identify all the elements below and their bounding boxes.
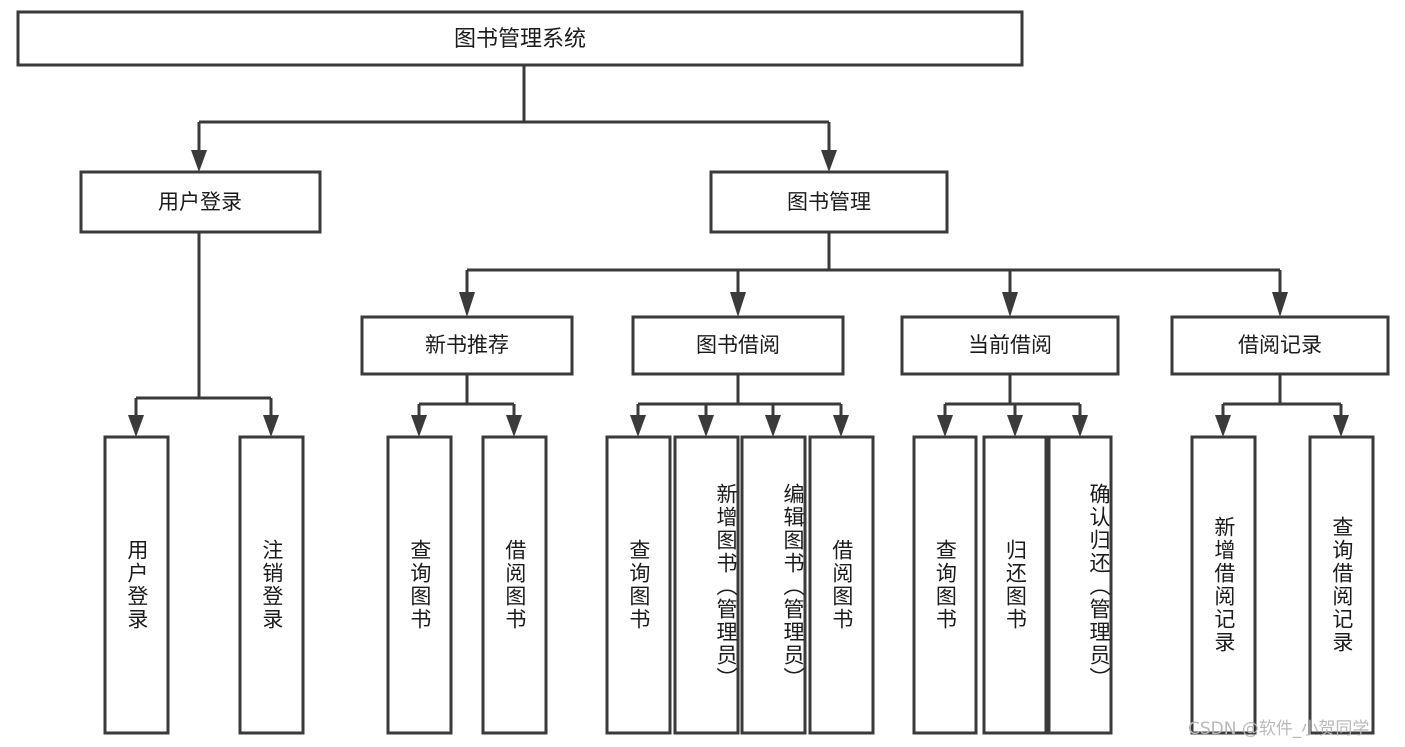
node-user-login-box[interactable] bbox=[79, 170, 322, 234]
arrowhead-leaf-user-login-2 bbox=[263, 415, 279, 437]
node-borrow-records-label: 借阅记录 bbox=[1238, 333, 1322, 357]
node-book-manage-label: 图书管理 bbox=[787, 190, 871, 214]
arrowhead-level2-1 bbox=[459, 292, 475, 317]
arrowhead-current-3 bbox=[1072, 415, 1088, 437]
node-borrow-records[interactable]: 借阅记录 bbox=[1170, 315, 1390, 376]
node-root[interactable]: 图书管理系统 bbox=[16, 10, 1024, 67]
arrowhead-level2-4 bbox=[1272, 292, 1288, 317]
node-new-books-box[interactable] bbox=[360, 315, 574, 376]
node-new-books-label: 新书推荐 bbox=[425, 333, 509, 357]
watermark: CSDN @软件_小贺同学 bbox=[1188, 719, 1370, 739]
leaf-box-user-login-1[interactable] bbox=[103, 435, 170, 735]
arrowhead-records-1 bbox=[1215, 415, 1231, 437]
node-current-borrow-label: 当前借阅 bbox=[968, 333, 1052, 357]
leaf-box-borrow-1[interactable] bbox=[605, 435, 672, 735]
arrowhead-records-2 bbox=[1333, 415, 1349, 437]
node-book-borrow-box[interactable] bbox=[631, 315, 845, 376]
arrowhead-current-1 bbox=[937, 415, 953, 437]
arrowhead-user-login bbox=[191, 150, 207, 172]
leaf-box-current-1[interactable] bbox=[912, 435, 978, 735]
node-root-label: 图书管理系统 bbox=[454, 27, 586, 52]
arrowhead-level2-2 bbox=[730, 292, 746, 317]
leaf-box-layer bbox=[103, 435, 1375, 735]
arrowhead-borrow-4 bbox=[833, 415, 849, 437]
leaf-box-new-books-2[interactable] bbox=[481, 435, 548, 735]
node-book-borrow[interactable]: 图书借阅 bbox=[631, 315, 845, 376]
arrowhead-book-manage bbox=[821, 150, 837, 172]
node-new-books[interactable]: 新书推荐 bbox=[360, 315, 574, 376]
leaf-box-records-2[interactable] bbox=[1308, 435, 1375, 735]
leaf-box-borrow-4[interactable] bbox=[808, 435, 875, 735]
arrowhead-leaf-user-login-1 bbox=[128, 415, 144, 437]
leaf-box-borrow-3[interactable] bbox=[740, 435, 807, 735]
arrowhead-borrow-2 bbox=[698, 415, 714, 437]
leaf-box-user-login-2[interactable] bbox=[238, 435, 305, 735]
leaf-box-new-books-1[interactable] bbox=[386, 435, 453, 735]
node-user-login-label: 用户登录 bbox=[158, 190, 242, 214]
node-book-manage-box[interactable] bbox=[709, 170, 949, 234]
arrowhead-new-books-1 bbox=[411, 415, 427, 437]
node-borrow-records-box[interactable] bbox=[1170, 315, 1390, 376]
leaf-box-records-1[interactable] bbox=[1190, 435, 1257, 735]
arrowhead-current-2 bbox=[1007, 415, 1023, 437]
arrowhead-borrow-3 bbox=[765, 415, 781, 437]
arrowhead-new-books-2 bbox=[506, 415, 522, 437]
arrowhead-borrow-1 bbox=[630, 415, 646, 437]
node-current-borrow[interactable]: 当前借阅 bbox=[900, 315, 1120, 376]
node-current-borrow-box[interactable] bbox=[900, 315, 1120, 376]
arrowhead-level2-3 bbox=[1002, 292, 1018, 317]
leaf-box-current-3[interactable] bbox=[1047, 435, 1113, 735]
node-book-manage[interactable]: 图书管理 bbox=[709, 170, 949, 234]
node-root-box[interactable] bbox=[16, 10, 1024, 67]
node-user-login[interactable]: 用户登录 bbox=[79, 170, 322, 234]
leaf-box-current-2[interactable] bbox=[982, 435, 1048, 735]
connector-layer bbox=[128, 65, 1349, 437]
leaf-box-borrow-2[interactable] bbox=[673, 435, 740, 735]
node-book-borrow-label: 图书借阅 bbox=[696, 333, 780, 357]
